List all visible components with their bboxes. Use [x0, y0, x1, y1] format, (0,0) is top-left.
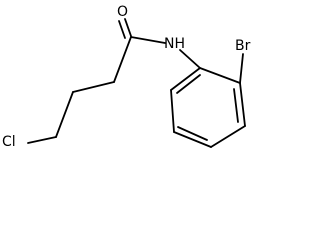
ring-double-bond-2	[177, 126, 208, 141]
structure-canvas: O NH Br Cl	[2, 4, 251, 150]
ring-bond-5	[170, 89, 175, 133]
ring-double-bond-1	[233, 88, 239, 123]
bond-carbonyl-to-c3	[113, 36, 132, 83]
oxygen-label: O	[117, 4, 128, 20]
ring-bond-2	[239, 82, 246, 127]
bond-ring-to-br	[239, 53, 244, 84]
ring-bond-4	[173, 131, 212, 148]
ring-bond-1	[199, 67, 241, 84]
ring-double-bond-3	[176, 74, 201, 94]
carbonyl-bond-2	[118, 20, 126, 39]
ring-bond-6	[170, 67, 201, 91]
bond-nh-to-ring	[179, 49, 201, 69]
bond-c1-to-cl	[27, 136, 57, 144]
bond-c2-to-c1	[55, 91, 74, 138]
nh-label: NH	[164, 36, 185, 52]
molecule-diagram: O NH Br Cl	[2, 4, 251, 150]
bromine-label: Br	[235, 38, 251, 54]
bond-carbonyl-to-nh	[130, 36, 166, 44]
chlorine-label: Cl	[2, 134, 16, 150]
bond-c3-to-c2	[72, 81, 115, 93]
ring-bond-3	[210, 125, 246, 148]
carbonyl-bond-1	[124, 18, 132, 37]
